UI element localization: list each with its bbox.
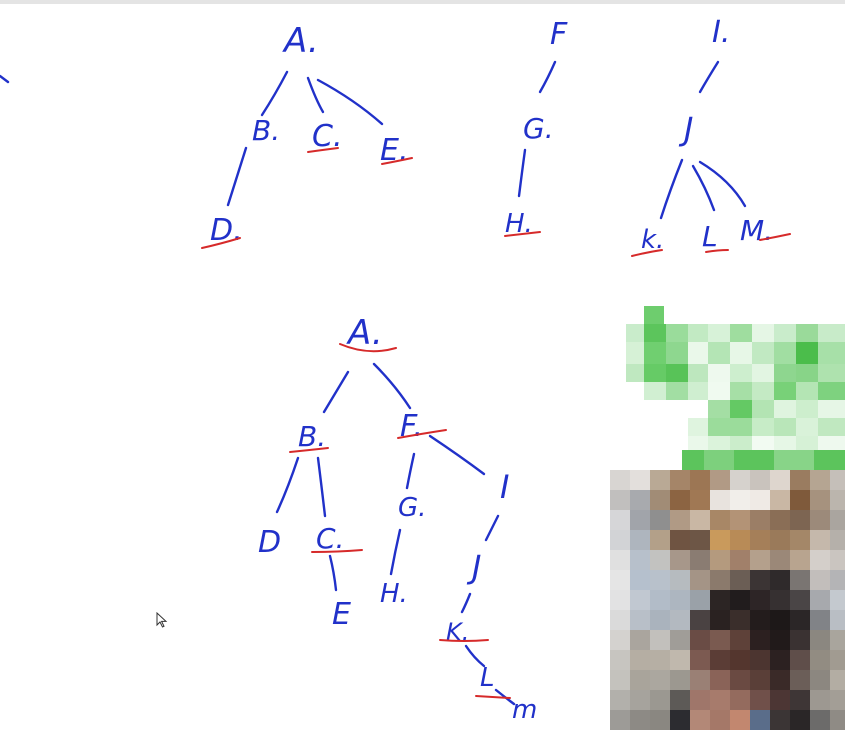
bt-underline-B <box>289 447 329 453</box>
underline-C <box>307 147 339 153</box>
bt-node-I: I <box>500 468 509 506</box>
bt-node-J: J <box>466 548 481 586</box>
bt-underline-F <box>397 429 447 439</box>
bt-edge-B-C <box>316 456 327 518</box>
bt-node-C: C. <box>316 522 344 555</box>
forest-node-B: B. <box>252 114 280 147</box>
forest-tree-1: A. B. C. E. D. <box>201 21 413 249</box>
bt-underline-K <box>439 639 489 642</box>
bt-node-A: A. <box>346 313 383 353</box>
edge-A-B <box>260 70 289 117</box>
edge-F-G <box>538 60 557 94</box>
underline-D <box>201 237 241 249</box>
bt-node-G: G. <box>398 493 426 523</box>
edge-I-J <box>698 60 720 94</box>
bt-edge-F-G <box>405 452 416 490</box>
underline-H <box>504 231 541 237</box>
forest-node-I: I. <box>712 15 730 50</box>
edge-A-E <box>316 78 384 126</box>
forest-tree-2: F G. H. <box>504 17 568 239</box>
bt-edge-F-I <box>428 434 486 476</box>
bt-edge-G-H <box>389 528 402 576</box>
bt-node-H: H. <box>380 579 408 609</box>
forest-tree-3: I. J k. L M. <box>631 15 791 257</box>
bt-edge-C-E <box>328 554 338 592</box>
bt-edge-A-F <box>372 362 412 410</box>
bt-node-E: E <box>332 597 351 632</box>
stray-stroke <box>0 74 10 84</box>
forest-node-M: M. <box>740 214 773 247</box>
bt-edge-J-K <box>460 592 472 614</box>
underline-E <box>381 157 413 165</box>
binary-tree: A. B. F. D C. E G. H. I J K. L m <box>258 313 537 725</box>
forest-node-F: F <box>550 17 568 52</box>
edge-J-M <box>698 160 747 208</box>
edge-J-K <box>659 158 684 220</box>
mouse-pointer-icon <box>156 612 168 628</box>
bt-edge-K-L <box>464 644 486 668</box>
bt-edge-A-B <box>322 370 350 414</box>
bt-node-L: L <box>480 663 495 693</box>
bt-node-F: F. <box>400 409 423 444</box>
underline-M <box>759 233 791 241</box>
top-edge-bar <box>0 0 845 4</box>
edge-G-H <box>517 148 527 198</box>
bt-edge-B-D <box>275 456 300 514</box>
forest-node-G: G. <box>523 112 554 145</box>
underline-K <box>631 249 663 257</box>
bt-underline-A <box>339 343 397 353</box>
webcam-overlay <box>604 296 845 730</box>
bt-node-K: K. <box>446 618 469 646</box>
edge-A-C <box>306 76 325 114</box>
edge-B-D <box>226 146 248 207</box>
bt-node-M: m <box>512 695 537 725</box>
bt-edge-I-J <box>484 514 500 542</box>
forest-node-A: A. <box>282 21 319 61</box>
forest-node-K: k. <box>641 225 664 255</box>
bt-underline-L <box>475 695 511 699</box>
forest-node-L: L <box>702 220 718 253</box>
bt-node-B: B. <box>298 420 326 453</box>
bt-node-D: D <box>258 525 281 560</box>
webcam-pixelated-image <box>604 296 845 730</box>
forest-node-J: J <box>678 110 693 148</box>
edge-J-L <box>691 164 716 212</box>
underline-L <box>705 249 729 253</box>
bt-underline-C <box>311 549 363 553</box>
